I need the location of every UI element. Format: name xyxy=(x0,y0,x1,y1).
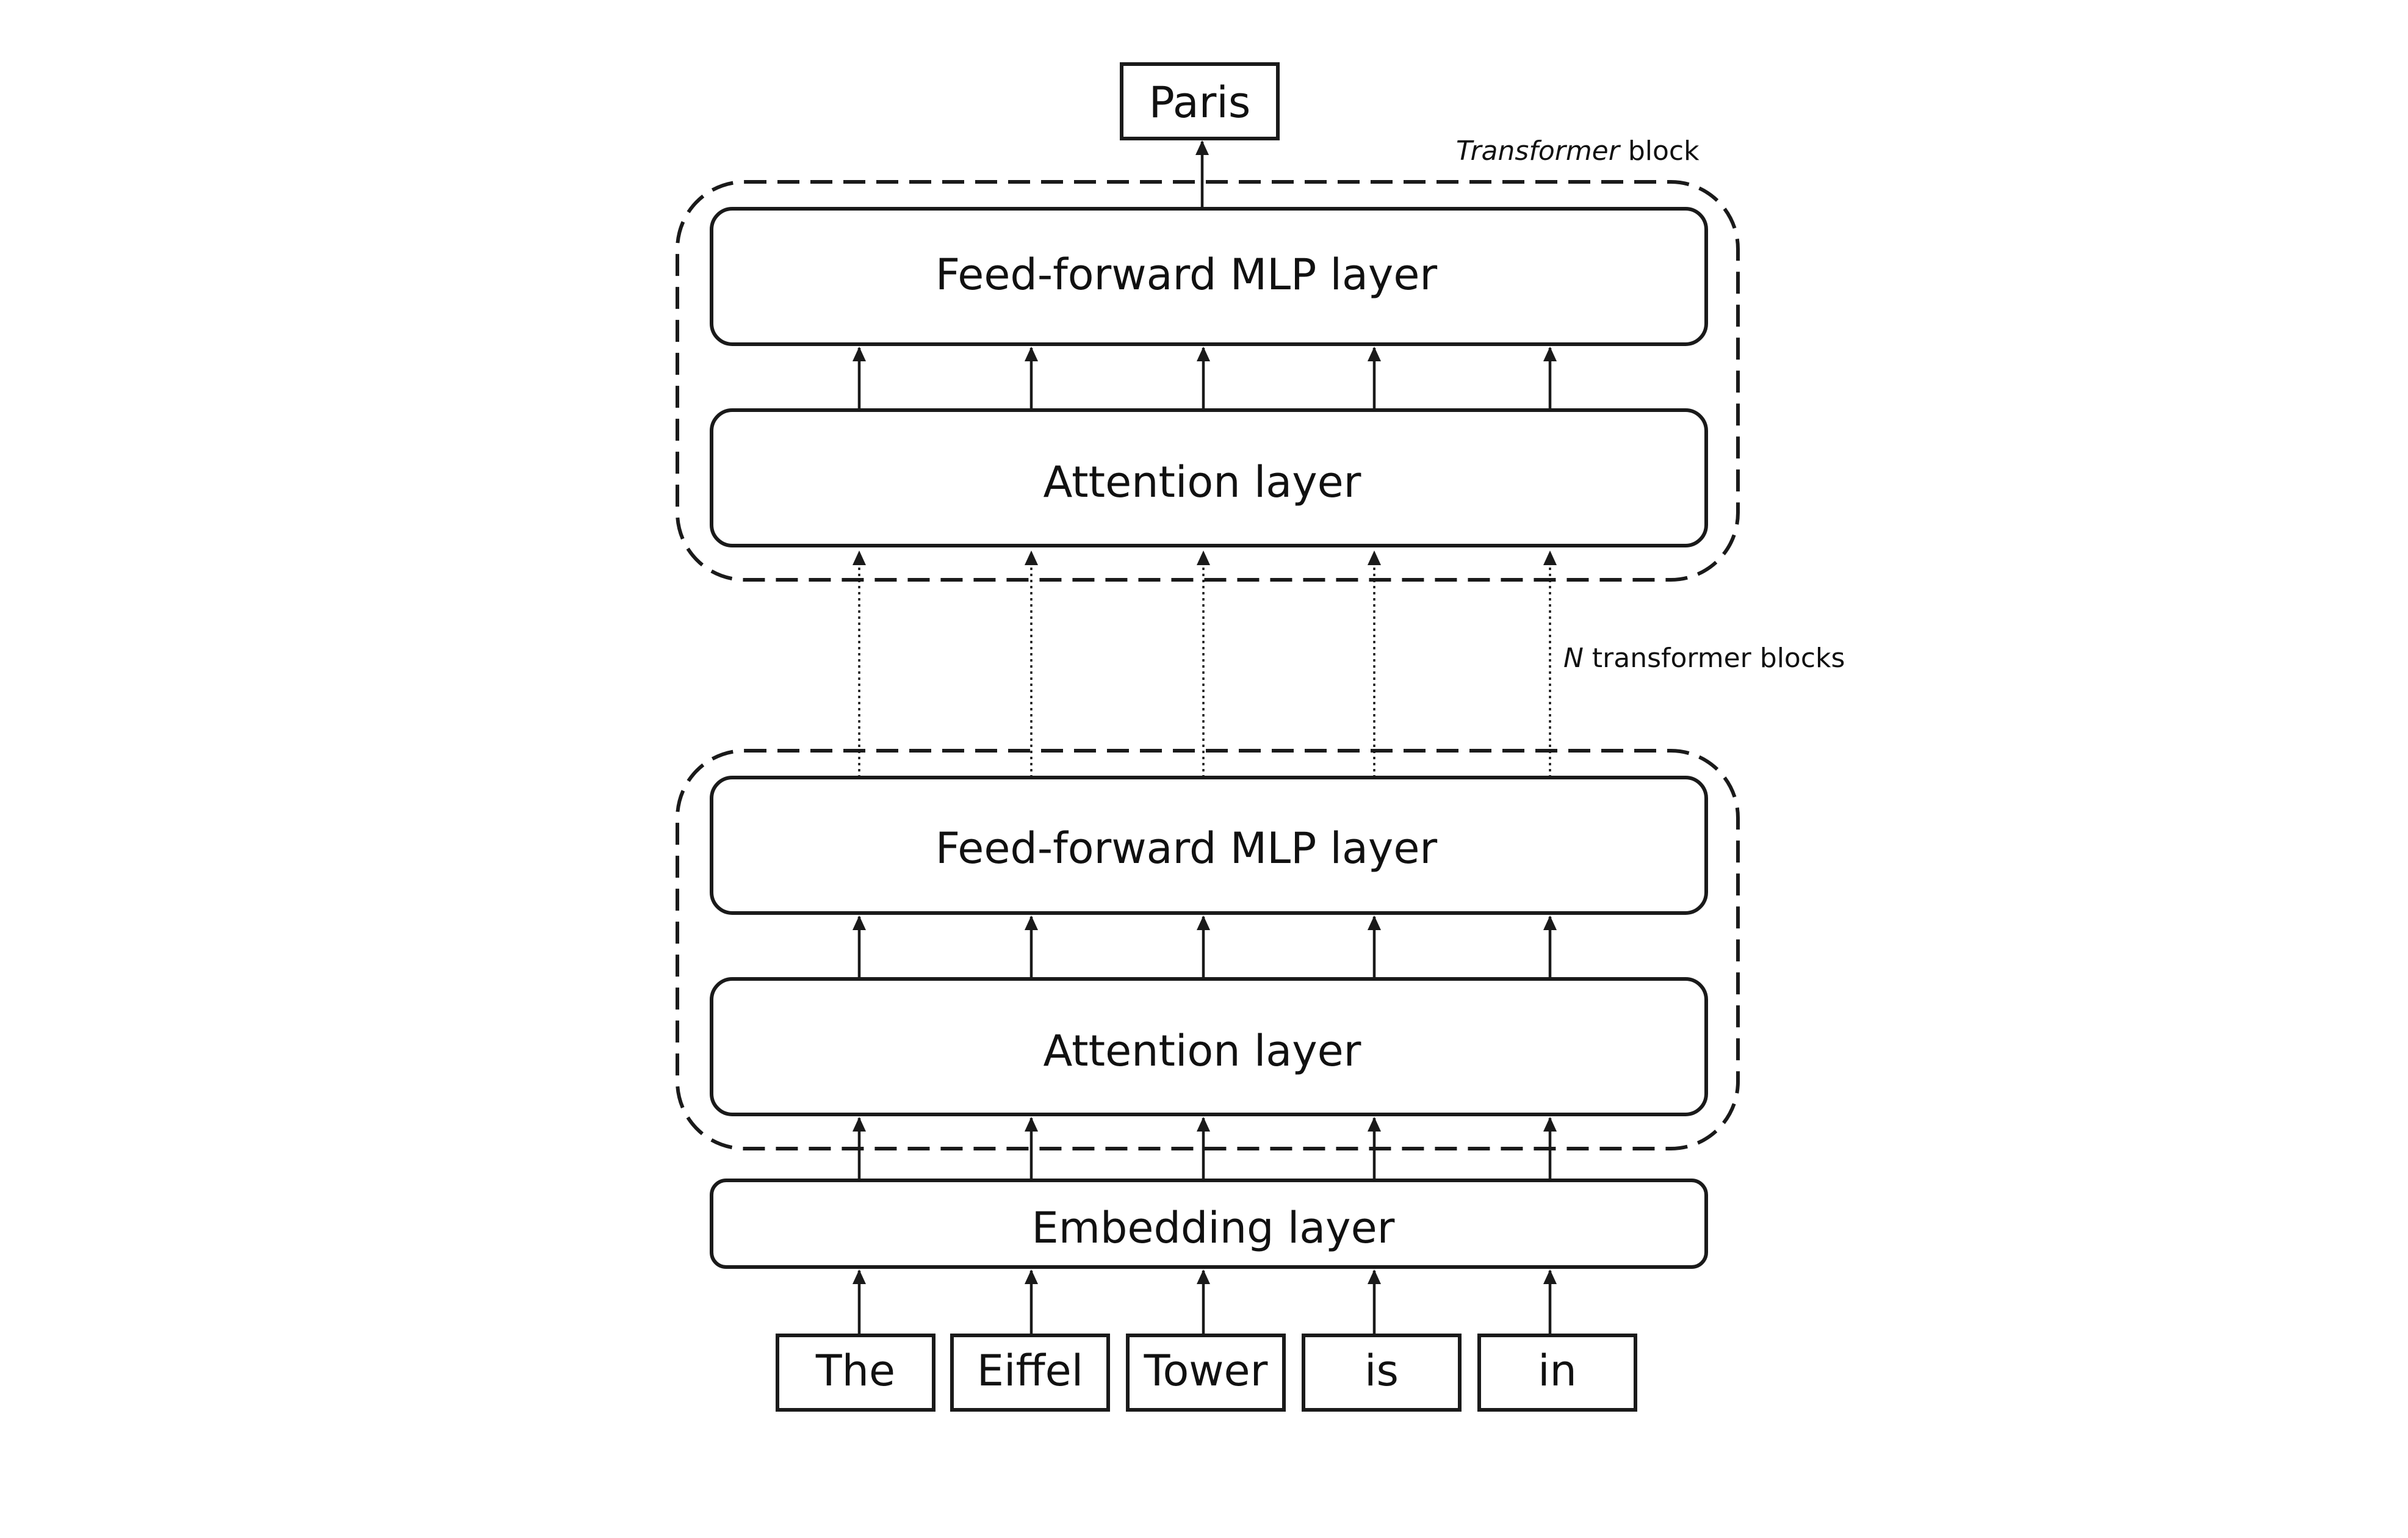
top-attention-label: Attention layer xyxy=(1044,457,1361,507)
embedding-box xyxy=(710,1179,1708,1269)
output-box xyxy=(1120,62,1280,140)
output-label: Paris xyxy=(1149,78,1251,128)
arrows xyxy=(853,347,1557,1335)
transformer-block-italic: Transformer xyxy=(1456,135,1621,167)
top-attention-box xyxy=(710,408,1708,547)
bottom-attention-label: Attention layer xyxy=(1044,1026,1361,1076)
token-is: is xyxy=(1364,1346,1399,1396)
transformer-block-annotation: Transformer block xyxy=(1456,135,1700,167)
top-mlp-box xyxy=(710,207,1708,346)
output-node: Paris xyxy=(1120,62,1280,140)
token-box-the xyxy=(776,1334,935,1412)
top-transformer-block-outline xyxy=(676,180,1740,582)
token-row: The Eiffel Tower is in xyxy=(776,1334,1637,1412)
token-tower: Tower xyxy=(1144,1346,1268,1396)
token-box-is xyxy=(1302,1334,1462,1412)
embedding-layer: Embedding layer xyxy=(710,1179,1708,1269)
bottom-mlp-label: Feed-forward MLP layer xyxy=(935,823,1438,873)
n-blocks-italic: N xyxy=(1563,643,1584,674)
transformer-block-rest: block xyxy=(1620,135,1700,167)
bottom-attention-box xyxy=(710,977,1708,1116)
bottom-mlp-box xyxy=(710,776,1708,915)
token-box-tower xyxy=(1126,1334,1286,1412)
bottom-mlp-layer: Feed-forward MLP layer xyxy=(710,776,1708,915)
token-eiffel: Eiffel xyxy=(977,1346,1083,1396)
top-mlp-layer: Feed-forward MLP layer xyxy=(710,207,1708,346)
embedding-label: Embedding layer xyxy=(1032,1203,1395,1253)
bottom-attention-layer: Attention layer xyxy=(710,977,1708,1116)
token-the: The xyxy=(815,1346,895,1396)
top-mlp-label: Feed-forward MLP layer xyxy=(935,250,1438,300)
n-blocks-rest: transformer blocks xyxy=(1584,643,1845,674)
bottom-transformer-block-outline xyxy=(676,749,1740,1150)
n-blocks-annotation: N transformer blocks xyxy=(1563,643,1845,674)
top-attention-layer: Attention layer xyxy=(710,408,1708,547)
token-in: in xyxy=(1538,1346,1577,1396)
token-box-in xyxy=(1477,1334,1637,1412)
